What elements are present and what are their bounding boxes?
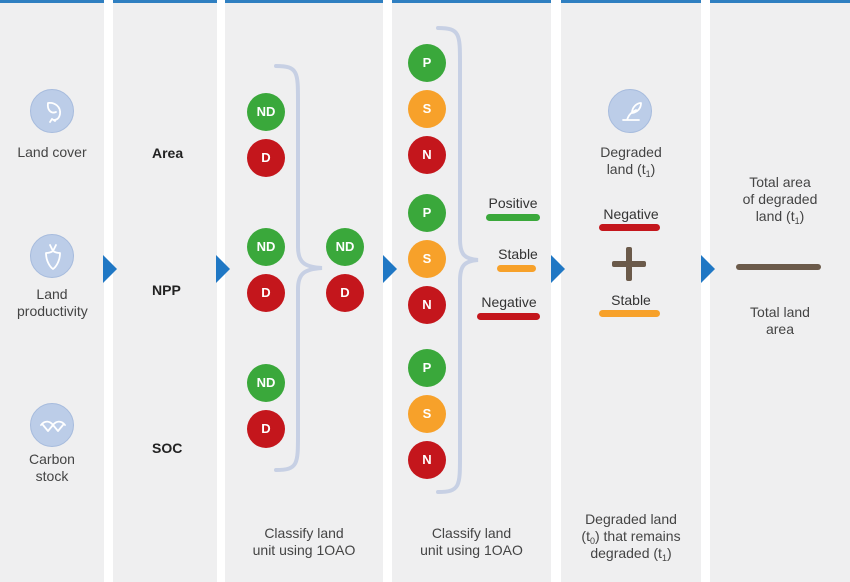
- degraded-negative-bar: [599, 224, 660, 231]
- metric-npp: NPP: [152, 282, 181, 298]
- column-degraded-land: [561, 0, 701, 582]
- arrow-5: [701, 255, 715, 283]
- degraded-land-title-line1: Degraded: [600, 144, 662, 160]
- step4-caption: Classify land unit using 1OAO: [392, 525, 551, 559]
- degraded-negative-label: Negative: [603, 206, 659, 222]
- nd-circle-result: ND: [326, 228, 364, 266]
- metric-soc: SOC: [152, 440, 183, 456]
- n-circle: N: [408, 286, 446, 324]
- degraded-stable-bar: [599, 310, 660, 317]
- s-circle: S: [408, 90, 446, 128]
- arrow-3: [383, 255, 397, 283]
- trend-positive-label: Positive: [488, 195, 538, 211]
- arrow-1: [103, 255, 117, 283]
- arrow-2: [216, 255, 230, 283]
- numerator-line1: Total area: [749, 174, 811, 190]
- metric-area: Area: [152, 145, 184, 161]
- column-total: [710, 0, 850, 582]
- step3-caption: Classify land unit using 1OAO: [225, 525, 383, 559]
- degraded-footer-line1: Degraded land: [585, 511, 677, 527]
- degraded-land-title: Degraded land (t1): [561, 144, 701, 179]
- degraded-land-icon: [608, 89, 652, 133]
- plus-sign: [612, 247, 646, 281]
- trend-stable-bar: [497, 265, 536, 272]
- trend-negative-label: Negative: [481, 294, 537, 310]
- n-circle: N: [408, 136, 446, 174]
- nd-circle: ND: [247, 364, 285, 402]
- trend-negative-bar: [477, 313, 540, 320]
- p-circle: P: [408, 44, 446, 82]
- denominator-line1: Total land: [750, 304, 810, 320]
- land-productivity-label: Land productivity: [0, 286, 104, 320]
- brace-2: [436, 26, 479, 494]
- land-productivity-icon: [30, 234, 74, 278]
- land-cover-label: Land cover: [17, 144, 87, 160]
- d-circle: D: [247, 139, 285, 177]
- d-circle-result: D: [326, 274, 364, 312]
- land-productivity-text: Land productivity: [17, 286, 88, 319]
- column-metrics: [113, 0, 217, 582]
- fraction-bar: [736, 264, 821, 270]
- nd-circle: ND: [247, 228, 285, 266]
- d-circle: D: [247, 274, 285, 312]
- arrow-4: [551, 255, 565, 283]
- step4-caption-line2: unit using 1OAO: [420, 542, 523, 558]
- step3-caption-line2: unit using 1OAO: [252, 542, 356, 558]
- p-circle: P: [408, 194, 446, 232]
- degraded-land-footer: Degraded land (t0) that remains degraded…: [561, 511, 701, 563]
- nd-circle: ND: [247, 93, 285, 131]
- degraded-footer-line3: degraded (t1): [590, 545, 672, 563]
- degraded-footer-line2: (t0) that remains: [581, 528, 681, 546]
- fraction-numerator: Total area of degraded land (t1): [710, 174, 850, 226]
- carbon-stock-label: Carbon stock: [0, 451, 104, 485]
- step3-caption-line1: Classify land: [264, 525, 344, 541]
- trend-stable-label: Stable: [498, 246, 538, 262]
- degraded-stable-label: Stable: [611, 292, 651, 308]
- fraction-denominator: Total land area: [710, 304, 850, 338]
- trend-positive-bar: [486, 214, 540, 221]
- brace-1: [274, 64, 323, 472]
- denominator-line2: area: [765, 321, 795, 337]
- s-circle: S: [408, 395, 446, 433]
- land-cover-icon: [30, 89, 74, 133]
- s-circle: S: [408, 240, 446, 278]
- d-circle: D: [247, 410, 285, 448]
- carbon-stock-icon: [30, 403, 74, 447]
- carbon-stock-text: Carbon stock: [29, 451, 75, 484]
- numerator-line3: land (t1): [755, 208, 805, 226]
- p-circle: P: [408, 349, 446, 387]
- numerator-line2: of degraded: [742, 191, 818, 207]
- step4-caption-line1: Classify land: [431, 525, 512, 541]
- degraded-land-title-line2: land (t1): [606, 161, 656, 179]
- n-circle: N: [408, 441, 446, 479]
